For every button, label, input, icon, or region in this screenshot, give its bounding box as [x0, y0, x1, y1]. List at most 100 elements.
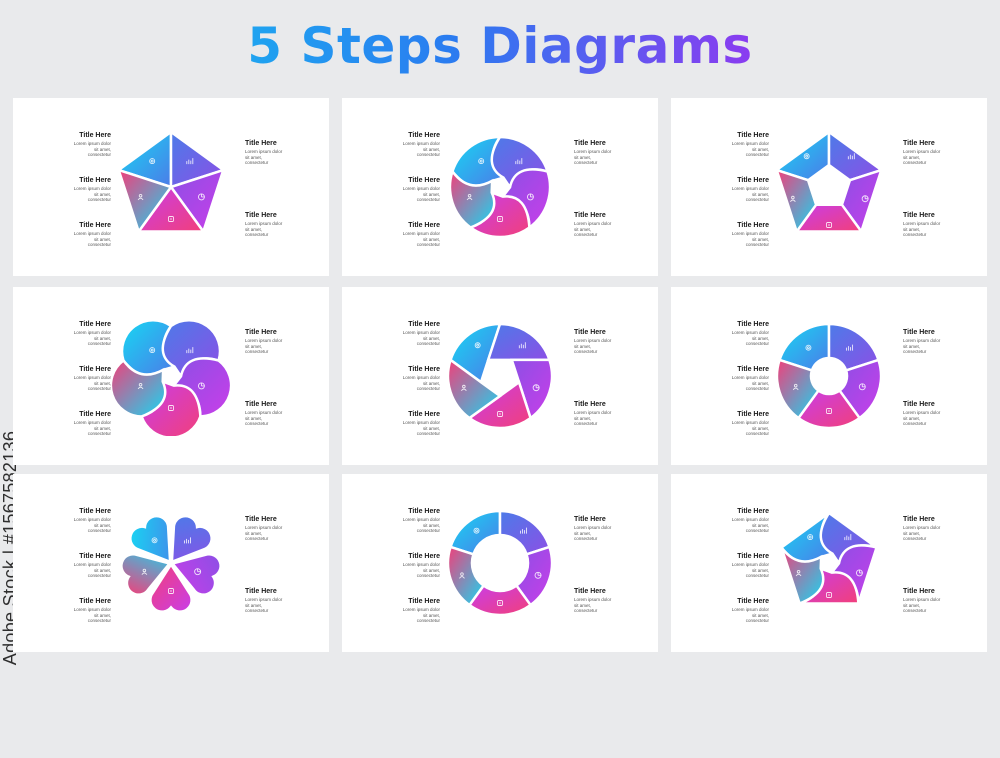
step-description: Lorem ipsum dolor sit amet, consectetur [245, 410, 283, 426]
step-title: Title Here [574, 516, 606, 523]
step-title: Title Here [245, 212, 277, 219]
gear-icon [805, 344, 812, 351]
step-description: Lorem ipsum dolor sit amet, consectetur [731, 607, 769, 623]
pie-chart-icon [855, 569, 863, 577]
step-title: Title Here [903, 329, 935, 336]
pie-chart-icon [534, 571, 542, 579]
step-description: Lorem ipsum dolor sit amet, consectetur [903, 410, 941, 426]
step-title: Title Here [574, 329, 606, 336]
bar-chart-icon [515, 158, 523, 165]
step-title: Title Here [737, 553, 769, 560]
step-description: Lorem ipsum dolor sit amet, consectetur [402, 562, 440, 578]
gear-icon [474, 342, 481, 349]
step-title: Title Here [737, 321, 769, 328]
step-title: Title Here [903, 588, 935, 595]
step-title: Title Here [737, 508, 769, 515]
bar-chart-icon [186, 158, 194, 165]
step-description: Lorem ipsum dolor sit amet, consectetur [245, 338, 283, 354]
ring-arrows-diagram [440, 503, 560, 623]
gear-icon [149, 158, 156, 165]
step-description: Lorem ipsum dolor sit amet, consectetur [73, 375, 111, 391]
step-description: Lorem ipsum dolor sit amet, consectetur [731, 562, 769, 578]
step-title: Title Here [245, 329, 277, 336]
swirl-circle-diagram [440, 127, 560, 247]
step-description: Lorem ipsum dolor sit amet, consectetur [402, 141, 440, 157]
step-description: Lorem ipsum dolor sit amet, consectetur [402, 375, 440, 391]
gear-icon [803, 153, 810, 160]
diagram-graphic [448, 135, 552, 239]
segment-3 [514, 545, 554, 607]
bar-chart-icon [184, 537, 191, 544]
segment-5 [446, 545, 486, 607]
step-description: Lorem ipsum dolor sit amet, consectetur [402, 517, 440, 533]
pie-chart-icon [194, 568, 202, 576]
step-description: Lorem ipsum dolor sit amet, consectetur [731, 141, 769, 157]
step-title: Title Here [903, 516, 935, 523]
step-title: Title Here [79, 553, 111, 560]
step-description: Lorem ipsum dolor sit amet, consectetur [731, 231, 769, 247]
step-title: Title Here [79, 508, 111, 515]
step-title: Title Here [737, 366, 769, 373]
step-title: Title Here [737, 222, 769, 229]
bar-chart-icon [520, 527, 527, 534]
pie-chart-icon [197, 382, 205, 390]
step-description: Lorem ipsum dolor sit amet, consectetur [73, 141, 111, 157]
target-icon [168, 588, 174, 594]
step-description: Lorem ipsum dolor sit amet, consectetur [574, 149, 612, 165]
step-description: Lorem ipsum dolor sit amet, consectetur [73, 231, 111, 247]
user-icon [792, 383, 799, 391]
step-description: Lorem ipsum dolor sit amet, consectetur [903, 221, 941, 237]
segment-5 [446, 357, 503, 420]
step-description: Lorem ipsum dolor sit amet, consectetur [903, 149, 941, 165]
segment-2 [171, 515, 213, 563]
step-title: Title Here [245, 588, 277, 595]
gear-icon [149, 347, 156, 354]
step-title: Title Here [79, 132, 111, 139]
step-description: Lorem ipsum dolor sit amet, consectetur [574, 221, 612, 237]
step-title: Title Here [79, 177, 111, 184]
step-title: Title Here [737, 132, 769, 139]
step-description: Lorem ipsum dolor sit amet, consectetur [73, 420, 111, 436]
step-title: Title Here [245, 516, 277, 523]
gear-icon [473, 527, 480, 534]
step-description: Lorem ipsum dolor sit amet, consectetur [731, 330, 769, 346]
donut-segments-diagram [769, 316, 889, 436]
step-description: Lorem ipsum dolor sit amet, consectetur [73, 330, 111, 346]
target-icon [826, 222, 832, 228]
user-icon [460, 384, 467, 392]
step-title: Title Here [737, 411, 769, 418]
step-title: Title Here [574, 140, 606, 147]
step-title: Title Here [903, 212, 935, 219]
gear-icon [807, 534, 814, 541]
step-title: Title Here [408, 132, 440, 139]
step-description: Lorem ipsum dolor sit amet, consectetur [245, 149, 283, 165]
